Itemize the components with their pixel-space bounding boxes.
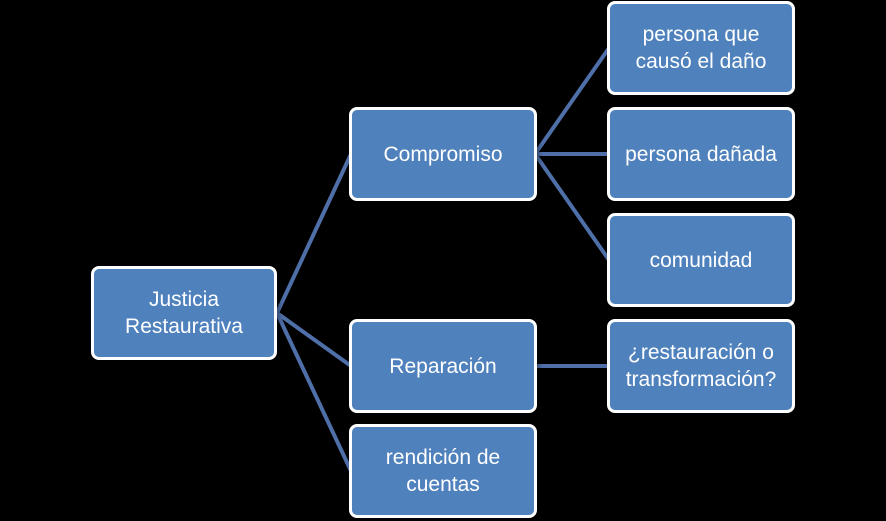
node-reparacion-label: Reparación bbox=[389, 354, 497, 378]
node-restauracion-o-transformacion-label: ¿restauración o transformación? bbox=[625, 341, 777, 391]
node-comunidad: comunidad bbox=[607, 213, 795, 307]
node-compromiso-label: Compromiso bbox=[383, 142, 503, 166]
node-persona-danada-label: persona dañada bbox=[625, 142, 777, 166]
node-justicia-restaurativa-label: Justicia Restaurativa bbox=[125, 288, 243, 338]
connector-compromiso-persona-causo bbox=[533, 46, 611, 156]
node-restauracion-o-transformacion: ¿restauración o transformación? bbox=[607, 319, 795, 413]
connector-root-compromiso bbox=[275, 152, 353, 315]
connector-compromiso-comunidad bbox=[533, 152, 611, 262]
node-rendicion-de-cuentas: rendición de cuentas bbox=[349, 424, 537, 518]
node-persona-que-causo-label: persona que causó el daño bbox=[635, 23, 767, 73]
node-reparacion: Reparación bbox=[349, 319, 537, 413]
node-persona-danada: persona dañada bbox=[607, 107, 795, 201]
connector-root-rendicion bbox=[275, 311, 353, 473]
connector-root-reparacion bbox=[275, 311, 353, 368]
node-compromiso: Compromiso bbox=[349, 107, 537, 201]
node-persona-que-causo: persona que causó el daño bbox=[607, 1, 795, 95]
node-comunidad-label: comunidad bbox=[649, 248, 753, 272]
node-justicia-restaurativa: Justicia Restaurativa bbox=[91, 266, 277, 360]
node-rendicion-de-cuentas-label: rendición de cuentas bbox=[385, 446, 501, 496]
